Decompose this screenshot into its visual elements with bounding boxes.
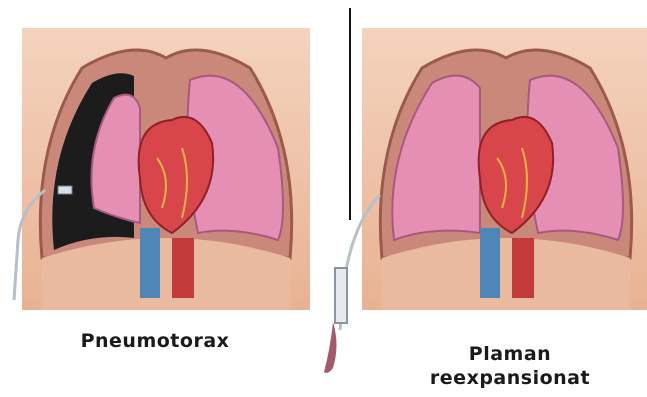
caption-line-1: Plaman bbox=[395, 342, 625, 366]
pneumothorax-illustration bbox=[22, 28, 310, 310]
pneumothorax-thorax-drawing bbox=[22, 28, 310, 310]
panel-divider bbox=[349, 8, 351, 220]
reexpanded-lung-illustration bbox=[362, 28, 647, 310]
caption-reexpanded: Plaman reexpansionat bbox=[395, 342, 625, 390]
caption-line-2: reexpansionat bbox=[395, 366, 625, 390]
reexpanded-thorax-drawing bbox=[362, 28, 647, 310]
caption-pneumothorax: Pneumotorax bbox=[30, 329, 280, 353]
